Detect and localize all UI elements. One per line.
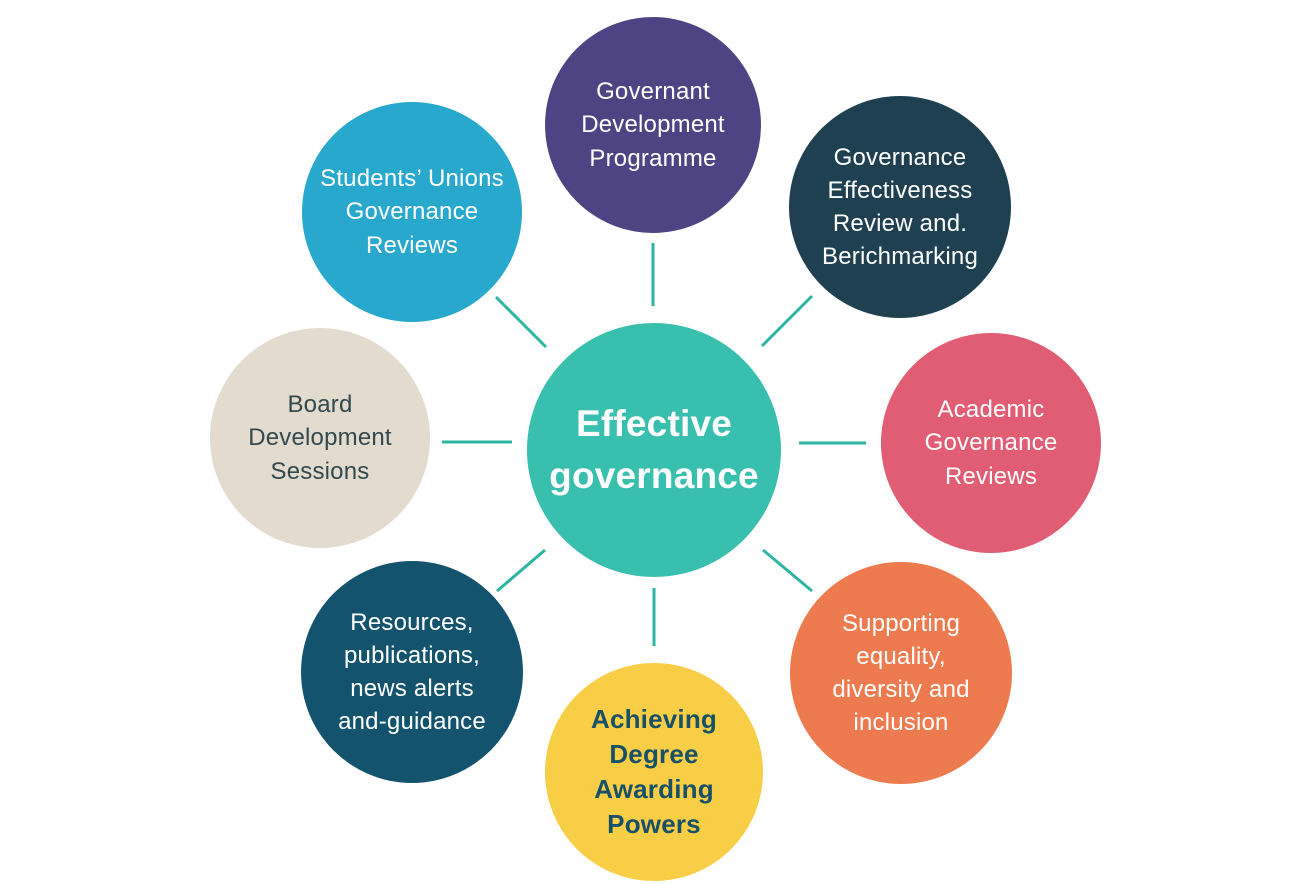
node-governant-development-programme-label: Governant Development Programme [581,78,725,172]
node-governance-effectiveness-review-and-benchmarking-label: Governance Effectiveness Review and. Ber… [822,143,978,271]
node-governance-effectiveness-review-and-benchmarking: Governance Effectiveness Review and. Ber… [789,96,1011,318]
node-governant-development-programme: Governant Development Programme [545,17,761,233]
connector-top-right [760,294,814,348]
node-effective-governance: Effective governance [527,323,781,577]
connector-top-left [494,295,548,349]
node-students-unions-governance-reviews-label: Students’ Unions Governance Reviews [320,165,504,259]
connector-bottom-left [496,548,546,593]
node-academic-governance-reviews-label: Academic Governance Reviews [924,396,1058,490]
node-resources-publications-news-alerts-and-guidance: Resources, publications, news alerts and… [301,561,523,783]
node-supporting-equality-diversity-and-inclusion-label: Supporting equality, diversity and inclu… [832,609,970,737]
node-achieving-degree-awarding-powers-label: Achieving Degree Awarding Powers [590,703,718,840]
node-supporting-equality-diversity-and-inclusion: Supporting equality, diversity and inclu… [790,562,1012,784]
node-academic-governance-reviews: Academic Governance Reviews [881,333,1101,553]
node-effective-governance-label: Effective governance [549,403,759,496]
connector-bottom-right [762,548,813,593]
node-resources-publications-news-alerts-and-guidance-label: Resources, publications, news alerts and… [338,608,486,736]
node-board-development-sessions-label: Board Development Sessions [248,391,392,485]
node-board-development-sessions: Board Development Sessions [210,328,430,548]
node-achieving-degree-awarding-powers: Achieving Degree Awarding Powers [545,663,763,881]
node-students-unions-governance-reviews: Students’ Unions Governance Reviews [302,102,522,322]
